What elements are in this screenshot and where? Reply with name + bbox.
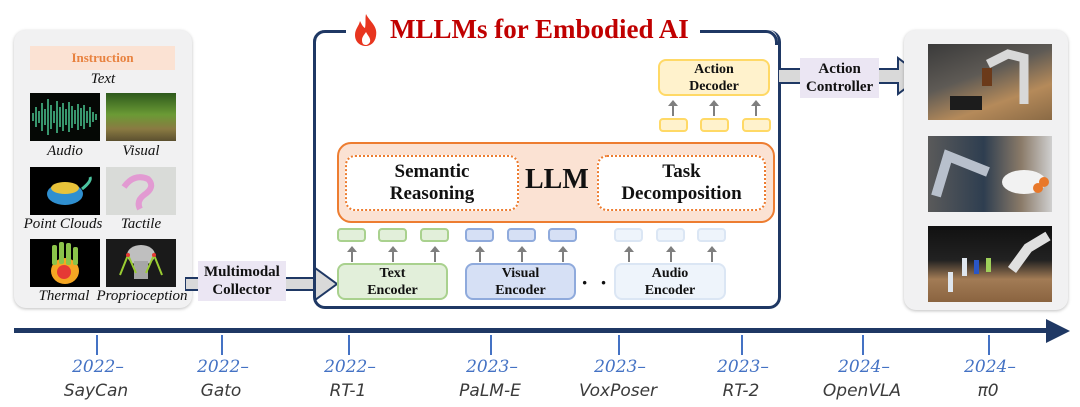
- visual-encoder-line-2: Encoder: [495, 282, 546, 298]
- visual-token: [465, 228, 494, 242]
- timeline-axis: [14, 328, 1054, 333]
- timeline-model-name: OpenVLA: [822, 381, 902, 401]
- thermal-hand-image: [30, 239, 100, 287]
- text-token: [378, 228, 407, 242]
- frame-top-left: [313, 30, 346, 45]
- robot-image-1: [928, 44, 1052, 120]
- timeline-tick: [988, 335, 990, 355]
- timeline-year: 2024–: [964, 357, 1016, 377]
- timeline-arrowhead-icon: [1046, 319, 1070, 343]
- audio-encoder-box: Audio Encoder: [614, 263, 726, 300]
- timeline-tick: [618, 335, 620, 355]
- semantic-reasoning-line-1: Semantic: [394, 161, 470, 182]
- mllm-frame: [313, 30, 781, 309]
- arrow-up-icon: [707, 246, 717, 262]
- modality-label-proprioception: Proprioception: [96, 288, 188, 304]
- tactile-sensor-image: [106, 167, 176, 215]
- timeline-model-name: VoxPoser: [578, 381, 658, 401]
- arrow-up-icon: [347, 246, 357, 262]
- timeline-tick: [221, 335, 223, 355]
- diagram-title: MLLMs for Embodied AI: [390, 14, 689, 44]
- robot-image-3: [928, 226, 1052, 302]
- decoder-line-1: Action: [694, 61, 734, 77]
- arrow-up-icon: [624, 246, 634, 262]
- modality-label-visual: Visual: [122, 143, 160, 159]
- audio-token: [697, 228, 726, 242]
- timeline-year: 2023–: [717, 357, 769, 377]
- controller-line-1: Action: [818, 61, 861, 77]
- flame-icon: [355, 14, 377, 46]
- action-controller-label: Action Controller: [800, 58, 880, 98]
- text-encoder-line-2: Encoder: [367, 282, 418, 298]
- timeline-model-name: PaLM-E: [459, 381, 521, 401]
- robot-image-2: [928, 136, 1052, 212]
- timeline-tick: [348, 335, 350, 355]
- timeline-model-name: RT-1: [329, 381, 367, 401]
- arrow-up-icon: [666, 246, 676, 262]
- task-decomposition-module: Task Decomposition: [597, 155, 766, 211]
- decoder-line-2: Decoder: [689, 78, 739, 94]
- arrow-up-icon: [558, 246, 568, 262]
- modality-label-tactile: Tactile: [120, 216, 162, 232]
- controller-line-2: Controller: [806, 79, 874, 95]
- forest-visual-image: [106, 93, 176, 141]
- audio-token: [614, 228, 643, 242]
- modality-label-point-clouds: Point Clouds: [23, 216, 103, 232]
- modality-label-text: Text: [90, 71, 116, 87]
- arrow-up-icon: [517, 246, 527, 262]
- action-token: [742, 118, 771, 132]
- input-modalities-panel: Instruction Text Audio Visual: [14, 30, 192, 308]
- modality-label-audio: Audio: [47, 143, 83, 159]
- task-decomposition-line-2: Decomposition: [621, 183, 742, 204]
- timeline-model-name: π0: [977, 381, 999, 401]
- timeline-tick: [741, 335, 743, 355]
- semantic-reasoning-module: Semantic Reasoning: [345, 155, 519, 211]
- timeline-tick: [490, 335, 492, 355]
- proprioception-robot-image: [106, 239, 176, 287]
- timeline-year: 2022–: [72, 357, 124, 377]
- visual-token: [507, 228, 536, 242]
- timeline-model-name: Gato: [200, 381, 242, 401]
- timeline-year: 2022–: [197, 357, 249, 377]
- robot-outputs-panel: [904, 30, 1068, 310]
- visual-encoder-line-1: Visual: [501, 265, 540, 281]
- semantic-reasoning-line-2: Reasoning: [389, 183, 475, 204]
- collector-line-2: Collector: [212, 282, 272, 298]
- timeline-year: 2023–: [466, 357, 518, 377]
- text-encoder-box: Text Encoder: [337, 263, 448, 300]
- task-decomposition-line-1: Task: [662, 161, 701, 182]
- visual-encoder-box: Visual Encoder: [465, 263, 576, 300]
- action-token: [700, 118, 729, 132]
- arrow-up-icon: [430, 246, 440, 262]
- timeline-model-name: RT-2: [722, 381, 760, 401]
- audio-encoder-line-2: Encoder: [644, 282, 696, 298]
- timeline-year: 2022–: [324, 357, 376, 377]
- point-cloud-teapot-image: [30, 167, 100, 215]
- frame-top-right: [700, 30, 778, 45]
- arrow-up-icon: [388, 246, 398, 262]
- text-token: [420, 228, 449, 242]
- visual-token: [548, 228, 577, 242]
- multimodal-collector-label: Multimodal Collector: [198, 261, 286, 301]
- arrow-up-icon: [668, 100, 678, 116]
- instruction-label: Instruction: [30, 46, 175, 70]
- timeline-model-name: SayCan: [63, 381, 129, 401]
- arrow-up-icon: [751, 100, 761, 116]
- timeline-tick: [96, 335, 98, 355]
- timeline-year: 2023–: [594, 357, 646, 377]
- arrow-up-icon: [475, 246, 485, 262]
- collector-line-1: Multimodal: [204, 264, 280, 280]
- audio-waveform-image: [30, 93, 100, 141]
- audio-encoder-line-1: Audio: [651, 265, 689, 281]
- audio-token: [656, 228, 685, 242]
- modality-label-thermal: Thermal: [38, 288, 90, 304]
- llm-label: LLM: [525, 164, 589, 195]
- timeline-tick: [862, 335, 864, 355]
- action-token: [659, 118, 688, 132]
- timeline-year: 2024–: [838, 357, 890, 377]
- text-token: [337, 228, 366, 242]
- text-encoder-line-1: Text: [379, 265, 406, 281]
- action-decoder-box: Action Decoder: [658, 59, 770, 96]
- arrow-up-icon: [709, 100, 719, 116]
